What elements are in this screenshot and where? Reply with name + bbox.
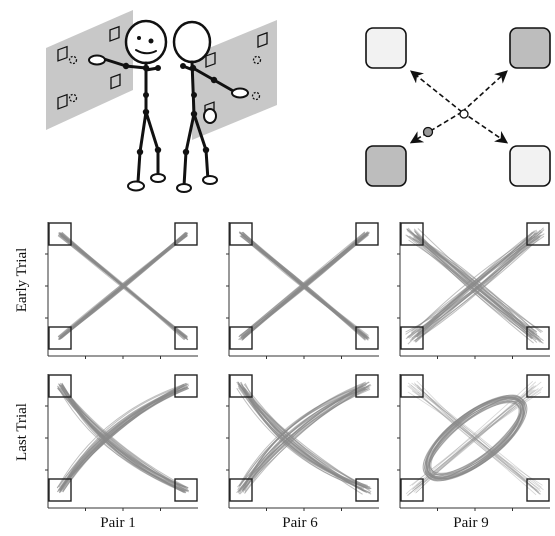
stick-figure-right	[172, 20, 249, 193]
panel-target-top-right	[355, 222, 379, 246]
trajectory-path	[57, 386, 186, 493]
trajectory-path	[239, 383, 371, 494]
panel-target-top-right	[174, 374, 198, 398]
trajectory-path	[242, 387, 367, 491]
panel-target-top-left	[48, 374, 72, 398]
column-label-pair-6: Pair 6	[282, 515, 318, 531]
trajectory-path	[409, 227, 544, 340]
trajectory-path	[56, 386, 189, 492]
trajectory-path	[407, 382, 542, 492]
trajectory-path	[430, 400, 520, 476]
trajectory-path	[429, 400, 521, 476]
trajectory-path	[58, 384, 190, 493]
trajectory-panel-4	[45, 374, 198, 511]
column-label-pair-1: Pair 1	[100, 515, 135, 531]
target-top-right	[509, 27, 551, 69]
trajectory-path	[56, 384, 188, 493]
trajectory-panel-5	[226, 374, 379, 511]
trajectory-path	[408, 384, 538, 495]
column-label-pair-9: Pair 9	[453, 515, 488, 531]
target-top-left	[365, 27, 407, 69]
trajectory-panel-3	[397, 222, 550, 359]
panel-target-bottom-right	[355, 326, 379, 350]
cursor-dark	[422, 126, 434, 138]
trajectory-path	[237, 382, 372, 495]
panel-target-top-right	[526, 374, 550, 398]
row-label-early: Early Trial	[14, 248, 30, 313]
trajectory-path	[407, 391, 542, 494]
trajectory-grid	[45, 222, 550, 511]
trajectory-path	[407, 385, 539, 496]
trajectory-path	[405, 381, 541, 495]
row-label-last: Last Trial	[14, 403, 30, 461]
panel-target-top-left	[229, 222, 253, 246]
panel-target-bottom-right	[526, 478, 550, 502]
panel-target-bottom-right	[355, 478, 379, 502]
trajectory-path	[60, 383, 189, 492]
trajectory-path	[59, 384, 190, 493]
panel-target-top-right	[355, 374, 379, 398]
stick-figure-left	[88, 19, 168, 192]
panel-target-top-left	[229, 374, 253, 398]
trajectory-path	[59, 384, 189, 492]
panel-target-top-left	[48, 222, 72, 246]
trajectory-path	[243, 387, 372, 495]
trajectory-path	[57, 383, 189, 494]
trajectory-path	[57, 385, 190, 491]
panel-target-bottom-left	[48, 326, 72, 350]
trajectory-panel-6	[397, 374, 550, 511]
left-display-panel	[46, 10, 133, 130]
panel-target-bottom-right	[174, 478, 198, 502]
target-bottom-right	[509, 145, 551, 187]
trajectory-path	[238, 387, 371, 494]
trajectory-panel-2	[226, 222, 379, 359]
trajectory-path	[59, 384, 189, 492]
trajectory-path	[241, 384, 370, 492]
trajectory-panel-1	[45, 222, 198, 359]
trajectory-path	[59, 382, 187, 492]
task-schematic	[365, 27, 551, 187]
trajectory-path	[58, 385, 189, 492]
trajectory-path	[57, 383, 185, 494]
trajectory-path	[58, 383, 189, 491]
panel-target-top-left	[400, 374, 424, 398]
trajectory-path	[406, 386, 544, 497]
trajectory-path	[60, 386, 188, 492]
left-display-targets	[57, 25, 121, 110]
panel-target-bottom-right	[174, 326, 198, 350]
trajectory-path	[239, 384, 367, 492]
panel-target-top-right	[174, 222, 198, 246]
cursor-light	[459, 109, 469, 119]
trajectory-path	[60, 387, 189, 493]
trajectory-path	[238, 234, 370, 340]
movement-arrows	[409, 70, 509, 144]
panel-target-bottom-right	[526, 326, 550, 350]
trajectory-path	[426, 396, 524, 480]
panel-target-top-left	[400, 222, 424, 246]
panel-target-bottom-left	[229, 478, 253, 502]
trajectory-path	[60, 232, 188, 339]
trajectory-path	[413, 235, 538, 343]
trajectory-path	[411, 382, 542, 493]
panel-target-top-right	[526, 222, 550, 246]
target-bottom-left	[365, 145, 407, 187]
trajectory-path	[56, 385, 189, 491]
participants-illustration	[46, 10, 277, 193]
trajectory-path	[57, 385, 187, 492]
panel-target-bottom-left	[48, 478, 72, 502]
panel-target-bottom-left	[229, 326, 253, 350]
panel-target-bottom-left	[400, 326, 424, 350]
trajectory-path	[59, 384, 187, 493]
trajectory-path	[239, 232, 367, 339]
panel-target-bottom-left	[400, 478, 424, 502]
